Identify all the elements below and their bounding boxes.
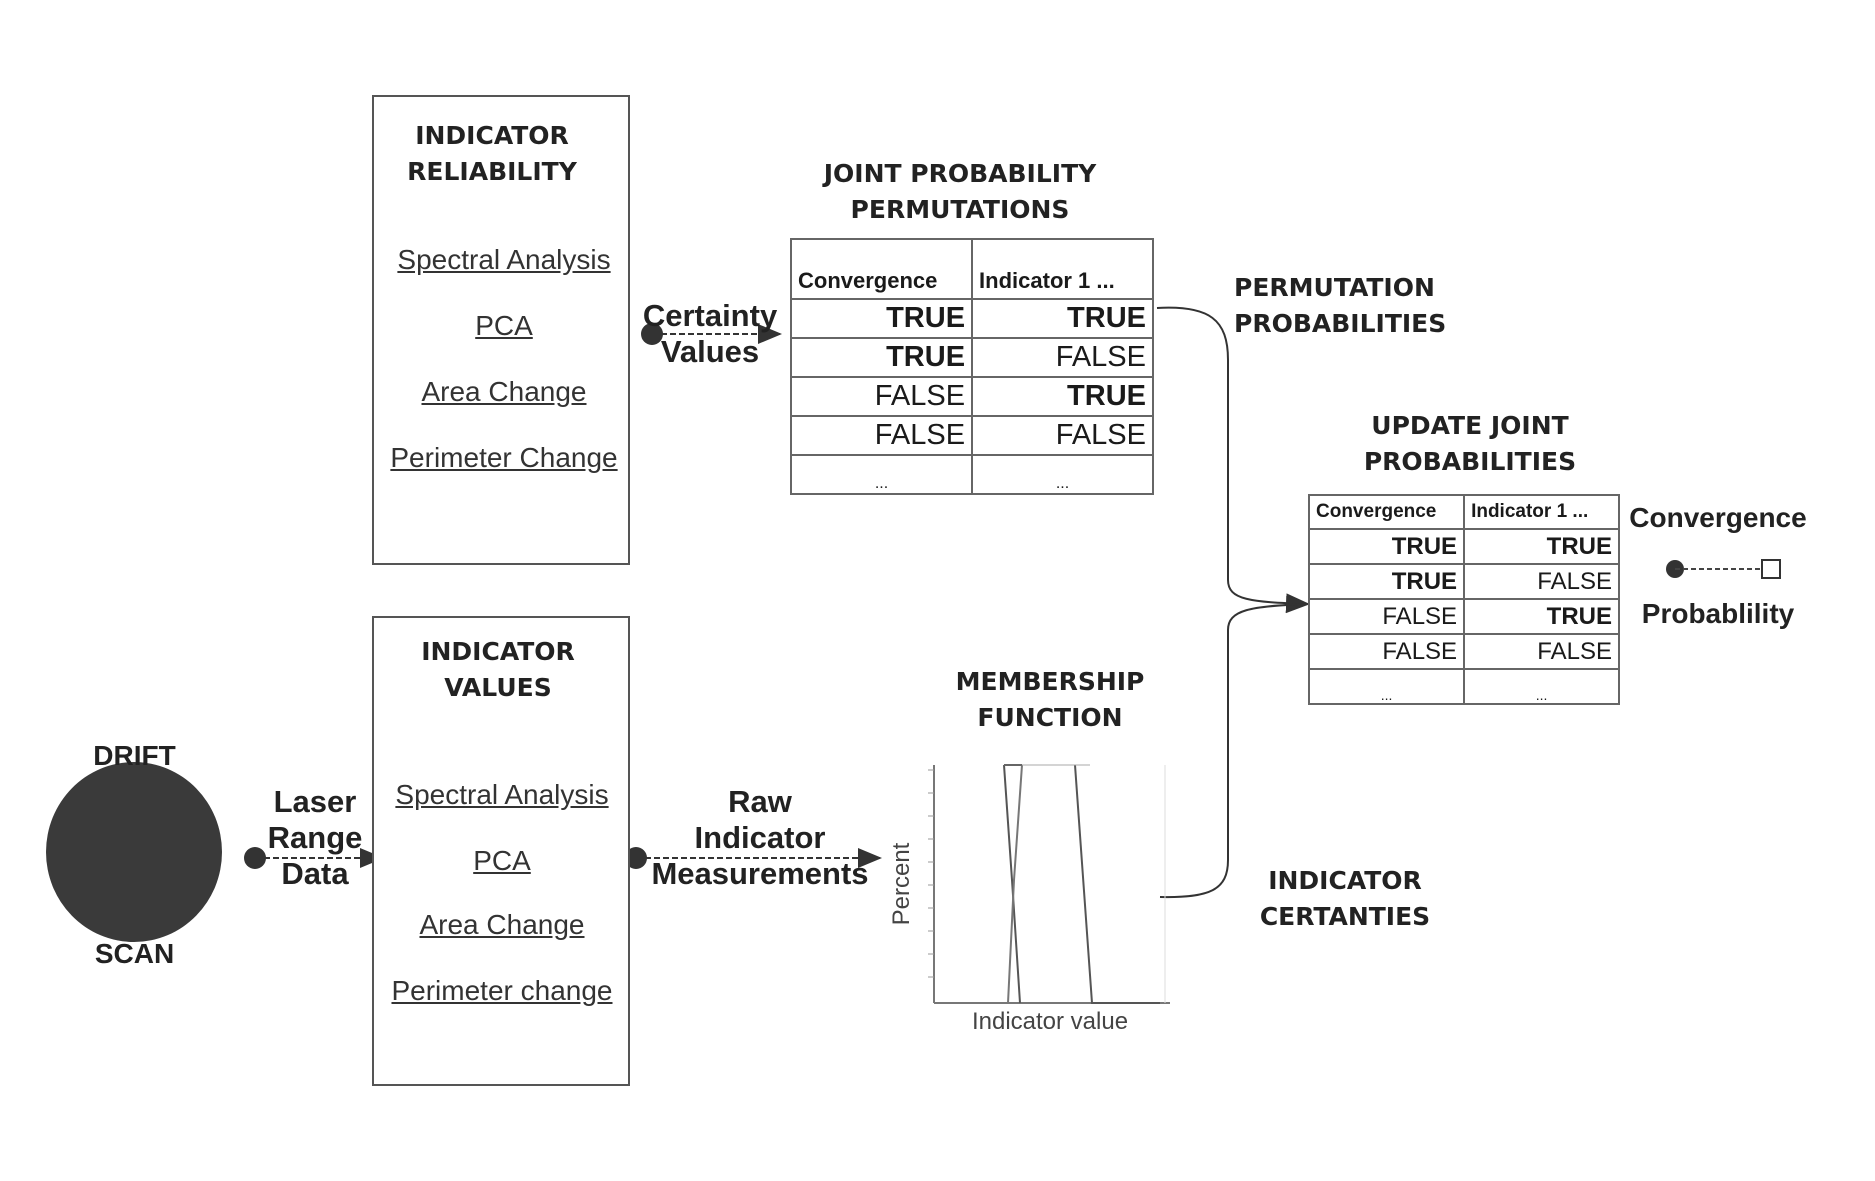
raw-line-2: Indicator (640, 820, 880, 856)
joint-cell: FALSE (791, 416, 972, 455)
raw-line-1: Raw (640, 784, 880, 820)
membership-x-label: Indicator value (940, 1008, 1160, 1036)
joint-table-heading: JOINT PROBABILITY PERMUTATIONS (790, 156, 1130, 228)
membership-y-label: Percent (888, 834, 916, 934)
permutation-probabilities-label: PERMUTATION PROBABILITIES (1234, 270, 1446, 342)
values-heading: INDICATOR VALUES (372, 634, 624, 706)
joint-col-convergence: Convergence (791, 239, 972, 299)
membership-chart (928, 765, 1170, 1003)
raw-edge-label: Raw Indicator Measurements (640, 784, 880, 892)
laser-edge-label: Laser Range Data (255, 784, 375, 892)
table-row: FALSE FALSE (1309, 634, 1619, 669)
joint-ellipsis-cell: ... (791, 455, 972, 494)
update-heading-line-2: PROBABILITIES (1310, 444, 1630, 480)
joint-cell: FALSE (791, 377, 972, 416)
update-cell: FALSE (1464, 634, 1619, 669)
update-col-convergence: Convergence (1309, 495, 1464, 529)
update-table-header-row: Convergence Indicator 1 ... (1309, 495, 1619, 529)
values-item-spectral-analysis[interactable]: Spectral Analysis (372, 779, 632, 811)
table-row: TRUE TRUE (791, 299, 1153, 338)
values-item-area-change[interactable]: Area Change (372, 909, 632, 941)
joint-table-header-row: Convergence Indicator 1 ... (791, 239, 1153, 299)
update-ellipsis-cell: ... (1464, 669, 1619, 704)
permutation-line-1: PERMUTATION (1234, 270, 1446, 306)
drift-scan-node (46, 762, 222, 942)
update-cell: TRUE (1309, 529, 1464, 564)
output-convergence-label: Convergence (1620, 502, 1816, 534)
values-item-perimeter-change[interactable]: Perimeter change (372, 975, 632, 1007)
certainty-edge-label: Certainty Values (636, 298, 784, 370)
certanties-connector (1160, 604, 1308, 897)
output-end-square (1762, 560, 1780, 578)
certanties-line-1: INDICATOR (1255, 863, 1435, 899)
values-heading-line-1: INDICATOR (372, 634, 624, 670)
membership-curve-1 (1004, 765, 1020, 1003)
joint-ellipsis-cell: ... (972, 455, 1153, 494)
membership-heading-line-2: FUNCTION (930, 700, 1170, 736)
table-row: FALSE FALSE (791, 416, 1153, 455)
joint-probability-table: Convergence Indicator 1 ... TRUE TRUE TR… (790, 238, 1154, 495)
table-row: ... ... (791, 455, 1153, 494)
reliability-item-pca[interactable]: PCA (374, 310, 634, 342)
joint-cell: TRUE (791, 338, 972, 377)
laser-line-3: Data (255, 856, 375, 892)
raw-line-3: Measurements (640, 856, 880, 892)
scan-label: SCAN (72, 938, 197, 970)
joint-cell: TRUE (791, 299, 972, 338)
certanties-line-2: CERTANTIES (1255, 899, 1435, 935)
membership-curve-4 (1075, 765, 1160, 1003)
update-ellipsis-cell: ... (1309, 669, 1464, 704)
joint-cell: TRUE (972, 299, 1153, 338)
update-cell: FALSE (1309, 599, 1464, 634)
table-row: FALSE TRUE (1309, 599, 1619, 634)
update-cell: TRUE (1464, 529, 1619, 564)
drift-label: DRIFT (72, 740, 197, 772)
reliability-item-perimeter-change[interactable]: Perimeter Change (374, 442, 634, 474)
update-cell: FALSE (1309, 634, 1464, 669)
indicator-certanties-label: INDICATOR CERTANTIES (1255, 863, 1435, 935)
table-row: ... ... (1309, 669, 1619, 704)
reliability-item-area-change[interactable]: Area Change (374, 376, 634, 408)
certainty-line-2: Values (636, 334, 784, 370)
table-row: TRUE TRUE (1309, 529, 1619, 564)
table-row: FALSE TRUE (791, 377, 1153, 416)
permutation-line-2: PROBABILITIES (1234, 306, 1446, 342)
update-cell: FALSE (1464, 564, 1619, 599)
table-row: TRUE FALSE (791, 338, 1153, 377)
joint-col-indicator: Indicator 1 ... (972, 239, 1153, 299)
table-row: TRUE FALSE (1309, 564, 1619, 599)
laser-line-2: Range (255, 820, 375, 856)
joint-heading-line-2: PERMUTATIONS (790, 192, 1130, 228)
joint-heading-line-1: JOINT PROBABILITY (790, 156, 1130, 192)
values-item-pca[interactable]: PCA (372, 845, 632, 877)
reliability-heading-line-1: INDICATOR (372, 118, 612, 154)
update-table-heading: UPDATE JOINT PROBABILITIES (1310, 408, 1630, 480)
joint-cell: TRUE (972, 377, 1153, 416)
laser-line-1: Laser (255, 784, 375, 820)
reliability-heading-line-2: RELIABILITY (372, 154, 612, 190)
joint-cell: FALSE (972, 338, 1153, 377)
update-cell: TRUE (1464, 599, 1619, 634)
membership-heading-line-1: MEMBERSHIP (930, 664, 1170, 700)
update-col-indicator: Indicator 1 ... (1464, 495, 1619, 529)
update-heading-line-1: UPDATE JOINT (1310, 408, 1630, 444)
reliability-heading: INDICATOR RELIABILITY (372, 118, 612, 190)
membership-heading: MEMBERSHIP FUNCTION (930, 664, 1170, 736)
permutation-connector (1157, 308, 1308, 604)
certainty-line-1: Certainty (636, 298, 784, 334)
output-probability-label: Probablility (1620, 598, 1816, 630)
reliability-item-spectral-analysis[interactable]: Spectral Analysis (374, 244, 634, 276)
update-cell: TRUE (1309, 564, 1464, 599)
values-heading-line-2: VALUES (372, 670, 624, 706)
update-joint-table: Convergence Indicator 1 ... TRUE TRUE TR… (1308, 494, 1620, 705)
joint-cell: FALSE (972, 416, 1153, 455)
membership-curve-2 (1008, 765, 1022, 1003)
